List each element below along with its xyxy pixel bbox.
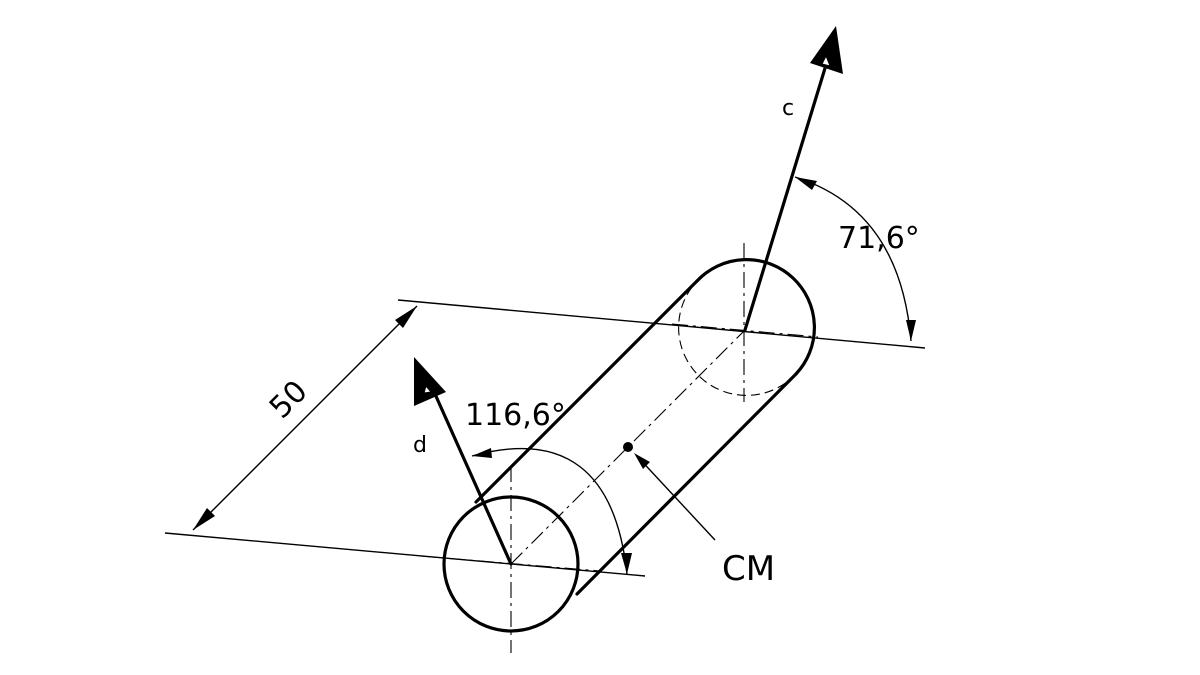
far-end-hidden-arc (678, 280, 797, 396)
cylinder-lower-edge (575, 372, 798, 596)
angle-arc-c (794, 176, 916, 342)
cylinder-upper-edge (474, 279, 699, 504)
angle-label-d: 116,6° (465, 398, 566, 433)
lower-reference-line (164, 532, 646, 577)
angle-label-c: 71,6° (838, 221, 920, 256)
upper-reference-line (397, 299, 926, 349)
force-vector-c (743, 26, 843, 332)
far-end-visible-arc (695, 258, 816, 376)
dimension-line-50 (192, 305, 418, 531)
center-of-mass-point (623, 442, 633, 452)
force-vector-d (414, 357, 513, 566)
center-of-mass-label: CM (722, 549, 775, 589)
force-label-c: c (782, 96, 794, 121)
dimension-label: 50 (263, 374, 315, 426)
axis-centerline (510, 329, 746, 565)
force-label-d: d (413, 433, 427, 458)
center-of-mass-leader (634, 453, 716, 541)
angle-arc-d (471, 447, 632, 575)
